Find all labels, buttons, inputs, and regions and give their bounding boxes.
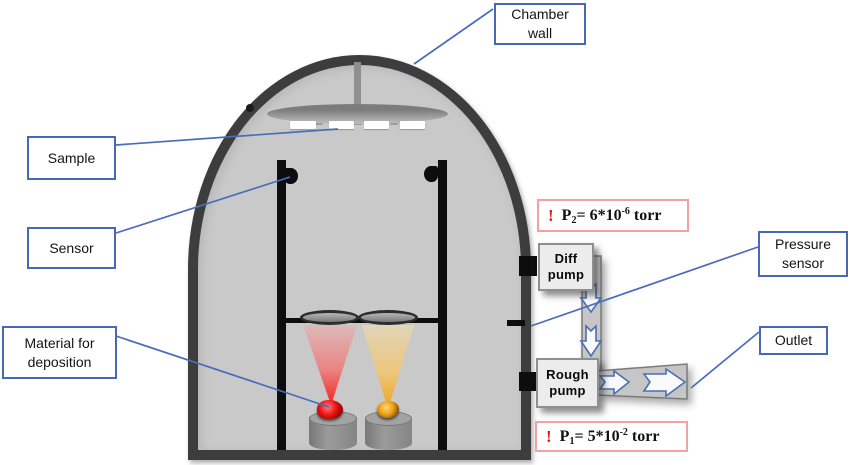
pressure-sensor-port: [507, 320, 525, 326]
sample-piece: [290, 121, 316, 129]
sensor-label: Sensor: [49, 239, 94, 256]
outlet-label: Outlet: [774, 332, 813, 349]
support-post-left: [277, 160, 286, 450]
thickness-sensor-right: [424, 166, 438, 182]
chamber-port-dot: [246, 104, 254, 112]
diff-pump-label: Diff pump: [547, 250, 585, 282]
callout-outlet: Outlet: [759, 326, 828, 355]
sample-label: Sample: [47, 149, 96, 166]
material-label: Material for deposition: [24, 334, 95, 370]
rough-pump-inlet-stub: [519, 372, 537, 391]
sample-piece: [364, 121, 389, 129]
flow-arrow-right-icon: [642, 367, 687, 398]
callout-pressure-sensor: Pressure sensor: [758, 231, 848, 277]
chamber-wall-label: Chamber wall: [511, 6, 569, 41]
warning-icon: !: [548, 205, 554, 225]
rough-pump-label: Rough pump: [546, 366, 589, 398]
rough-pump-box: Rough pump: [536, 358, 599, 408]
flow-arrow-down-icon: [579, 324, 603, 358]
shutter-disc-left: [300, 310, 359, 325]
sample-holder-disc: [267, 104, 448, 124]
support-post-right: [438, 160, 447, 450]
warning-icon: !: [546, 426, 552, 446]
callout-chamber-wall: Chamber wall: [494, 3, 586, 45]
sample-piece: [400, 121, 425, 129]
callout-material-for-deposition: Material for deposition: [2, 326, 117, 379]
sample-holder-stem: [354, 62, 361, 106]
diff-pump-box: Diff pump: [538, 243, 594, 291]
pressure-sensor-label: Pressure sensor: [774, 236, 832, 271]
diff-pump-inlet-stub: [519, 256, 537, 276]
sample-piece: [329, 121, 354, 129]
flow-arrow-right-icon: [598, 369, 631, 396]
shutter-disc-right: [358, 310, 418, 325]
callout-sample: Sample: [27, 136, 116, 180]
deposition-material-gold: [377, 401, 399, 418]
callout-sensor: Sensor: [27, 227, 116, 269]
